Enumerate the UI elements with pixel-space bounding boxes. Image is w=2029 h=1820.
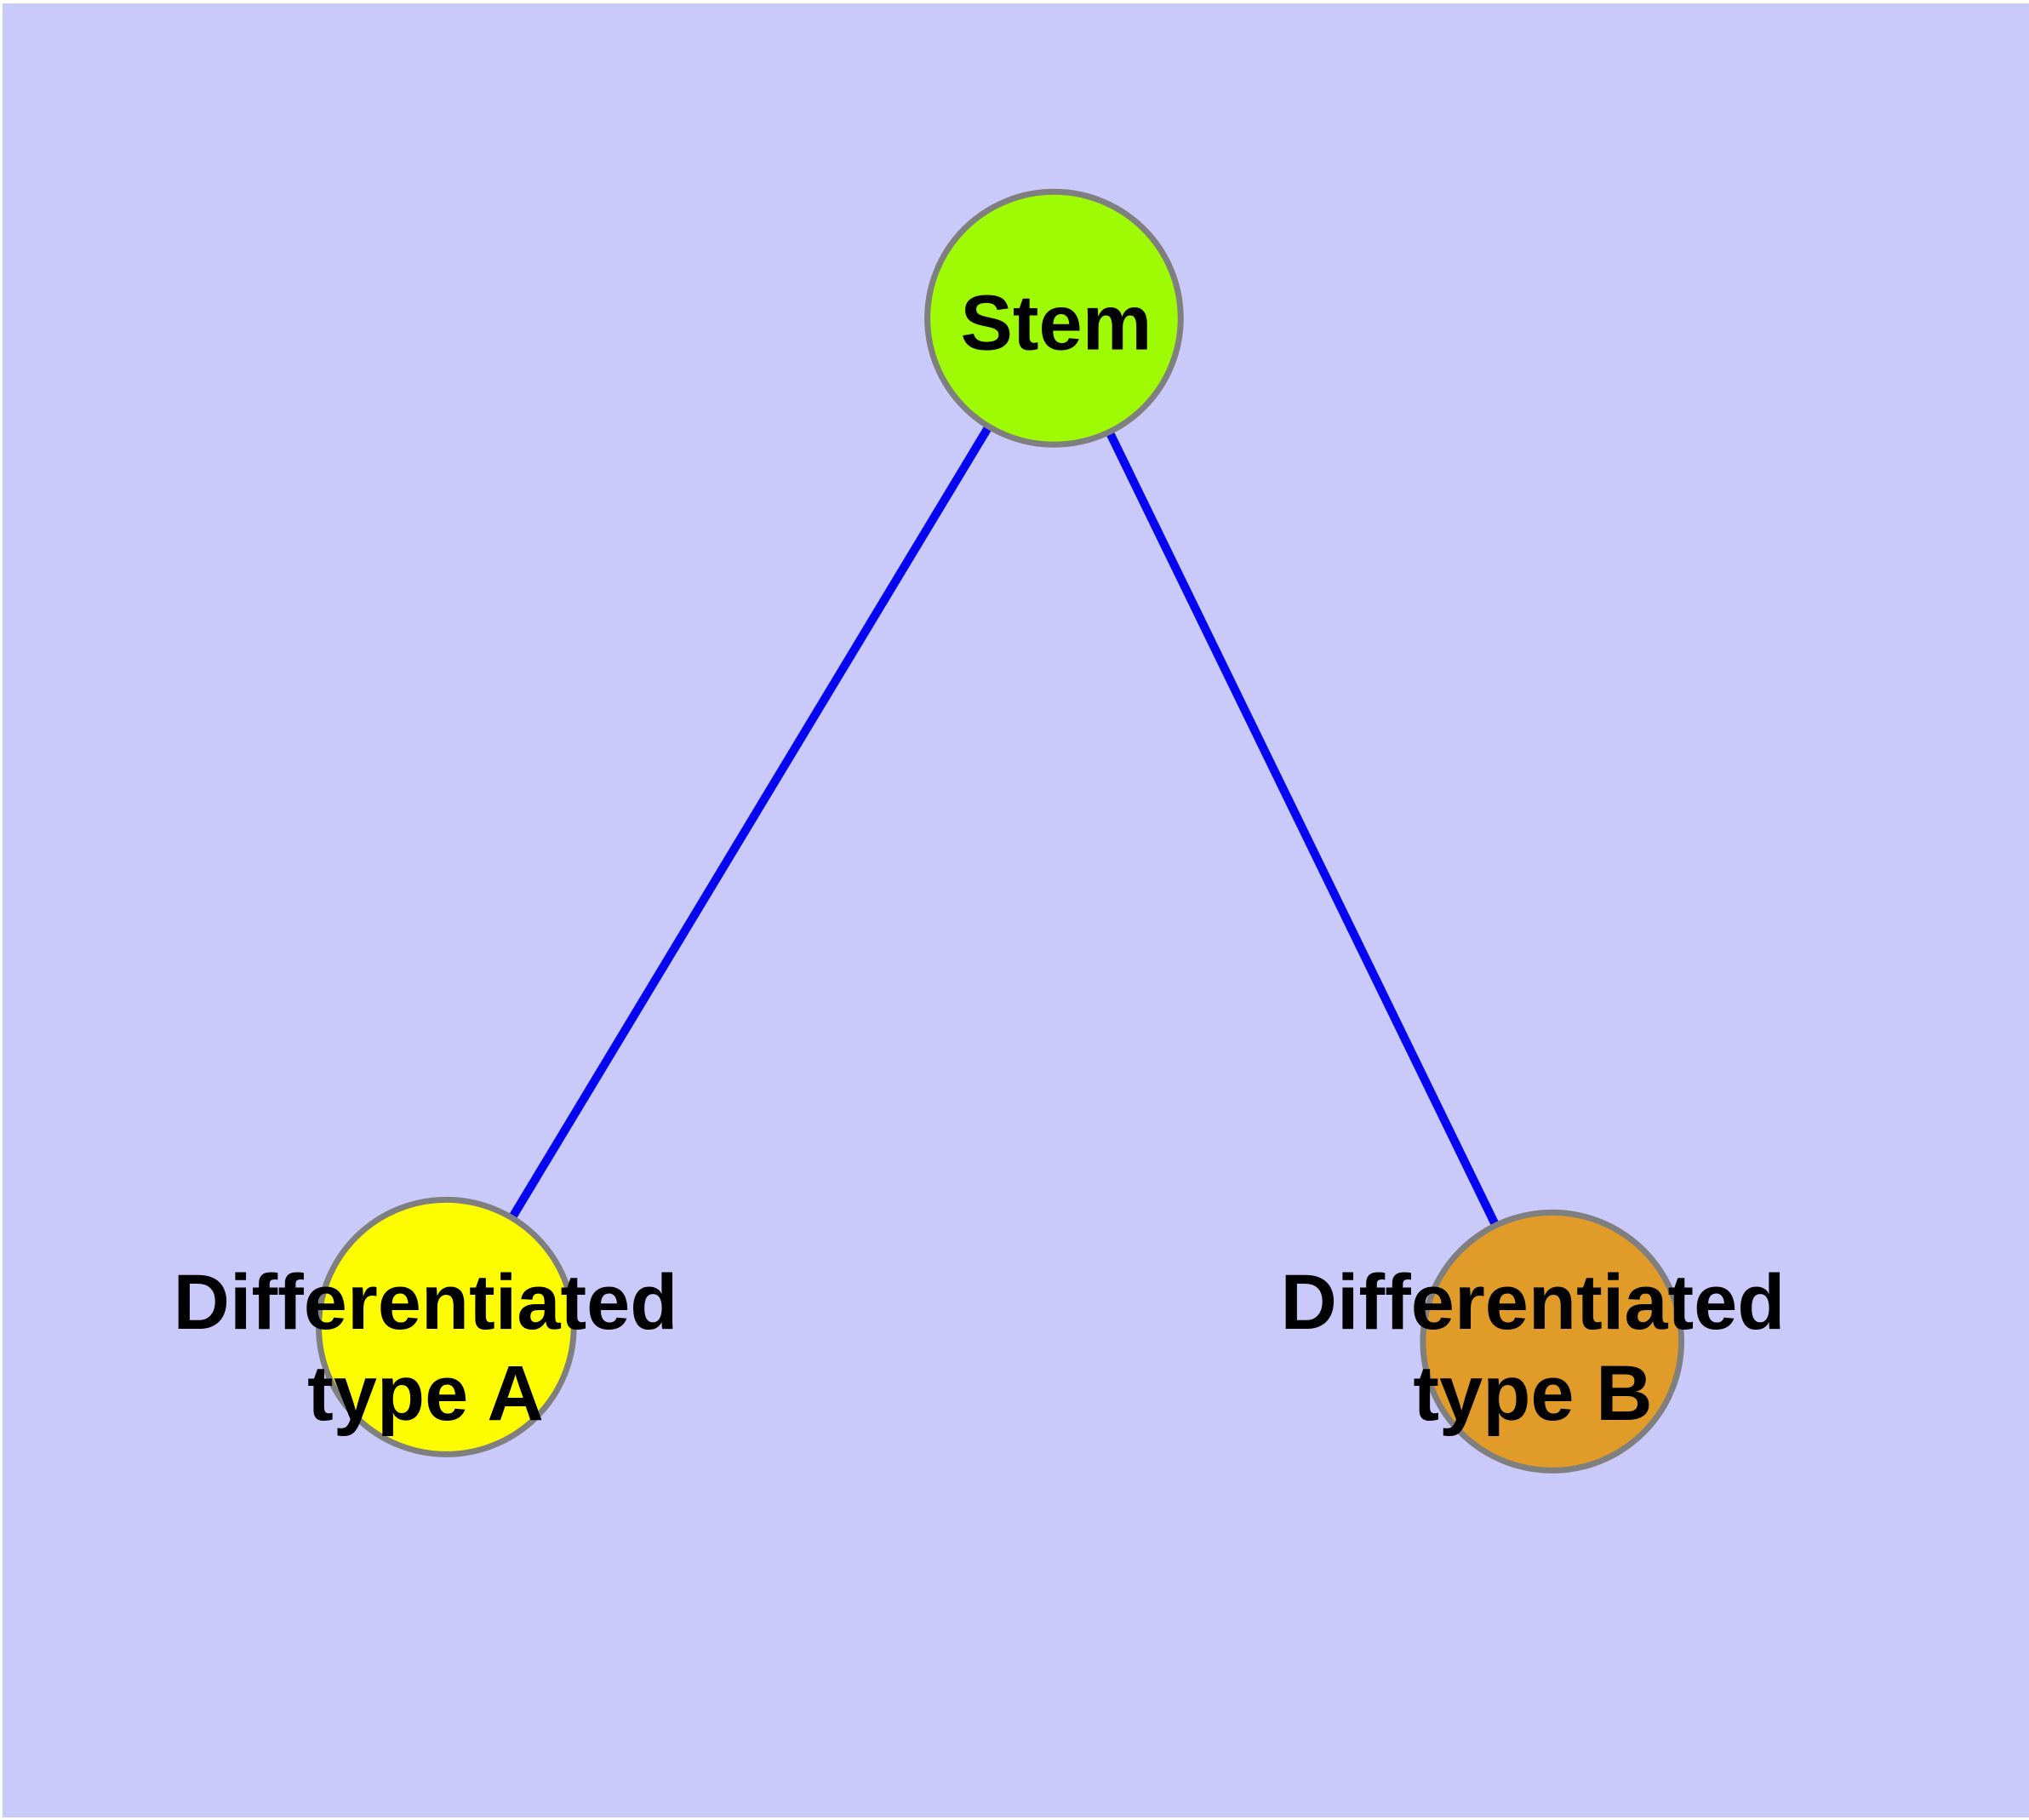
edge-stem-to-differentiated-type-b [1049,316,1557,1344]
node-circle-stem [924,188,1184,448]
node-circle-differentiated-type-b [1420,1209,1685,1474]
node-circle-differentiated-type-a [316,1196,577,1457]
node-label-stem: Stem [960,279,1152,367]
node-label-differentiated-type-b: Differentiated type B [1280,1259,1786,1437]
graph-svg [316,188,1685,1474]
node-label-differentiated-type-a: Differentiated type A [173,1259,678,1437]
edge-stem-to-differentiated-type-a [443,316,1058,1330]
